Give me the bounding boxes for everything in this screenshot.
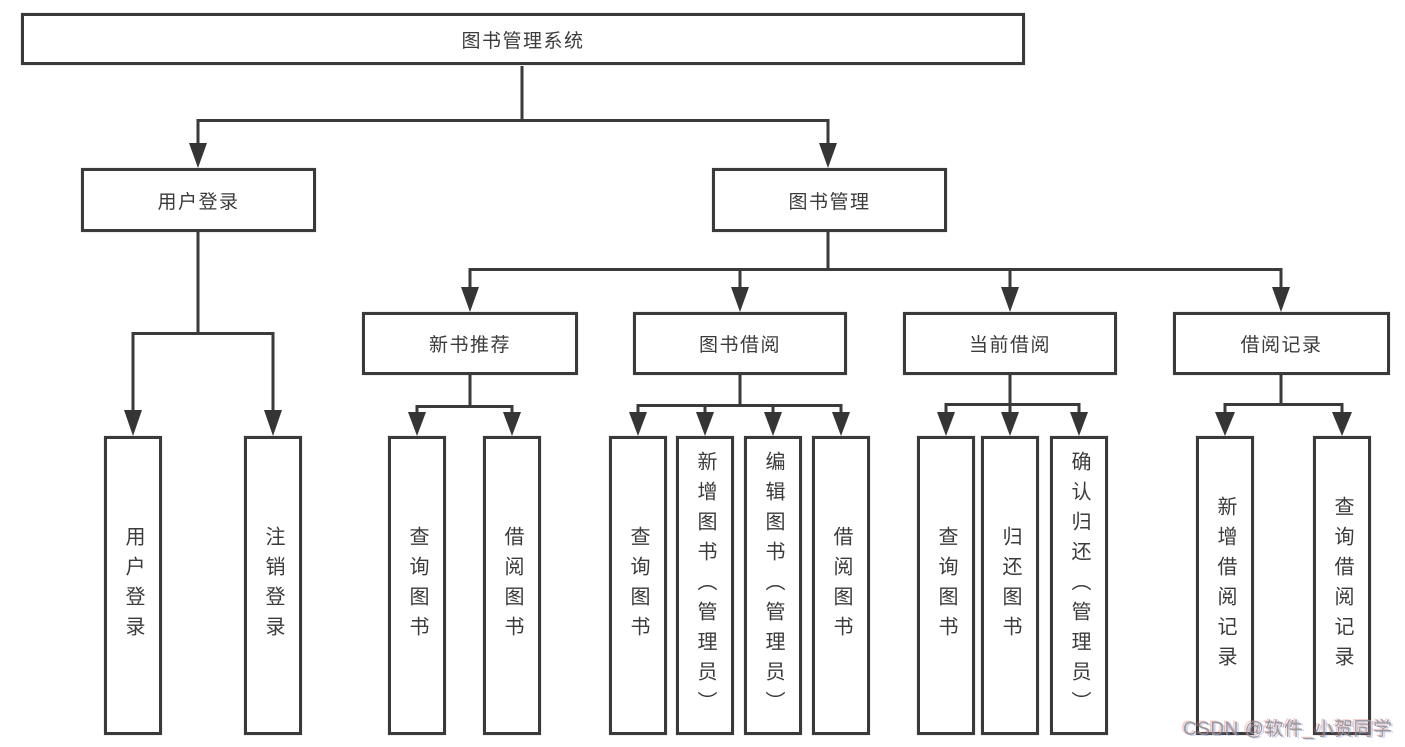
node-book-borrow: 图书借阅 [633, 312, 847, 375]
node-label: 用户登录 [157, 191, 240, 213]
leaf-label: 归还图书 [999, 525, 1021, 646]
node-label: 图书管理 [788, 191, 871, 213]
leaf-query-borrow-record: 查询借阅记录 [1313, 436, 1371, 735]
node-borrow-records: 借阅记录 [1173, 312, 1390, 375]
leaf-label: 确认归还（管理员） [1068, 450, 1090, 721]
leaf-label: 借阅图书 [830, 525, 852, 646]
leaf-label: 新增借阅记录 [1214, 495, 1236, 676]
node-current-borrow: 当前借阅 [903, 312, 1117, 375]
leaf-edit-book-admin: 编辑图书（管理员） [744, 436, 802, 735]
node-label: 当前借阅 [968, 335, 1051, 356]
node-user-login: 用户登录 [81, 168, 316, 232]
node-label: 借阅记录 [1240, 335, 1323, 356]
node-library-management-system: 图书管理系统 [21, 13, 1025, 65]
leaf-borrow-books-recommend: 借阅图书 [483, 436, 541, 735]
leaf-user-login: 用户登录 [104, 436, 162, 735]
node-book-management: 图书管理 [712, 168, 947, 232]
leaf-borrow-books: 借阅图书 [812, 436, 870, 735]
leaf-label: 编辑图书（管理员） [762, 450, 784, 721]
node-label: 图书管理系统 [461, 30, 585, 52]
leaf-query-books-borrow: 查询图书 [609, 436, 667, 735]
leaf-label: 用户登录 [122, 525, 144, 646]
leaf-label: 查询图书 [627, 525, 649, 646]
leaf-label: 新增图书（管理员） [694, 450, 716, 721]
leaf-query-books-current: 查询图书 [917, 436, 975, 735]
leaf-label: 借阅图书 [501, 525, 523, 646]
leaf-label: 注销登录 [262, 525, 284, 646]
arrowhead-icons [124, 143, 1352, 436]
leaf-confirm-return-admin: 确认归还（管理员） [1050, 436, 1108, 735]
node-label: 图书借阅 [698, 335, 781, 356]
leaf-query-books-recommend: 查询图书 [388, 436, 446, 735]
leaf-return-book: 归还图书 [981, 436, 1039, 735]
leaf-add-borrow-record: 新增借阅记录 [1196, 436, 1254, 735]
leaf-label: 查询图书 [935, 525, 957, 646]
node-label: 新书推荐 [428, 335, 511, 356]
csdn-watermark: CSDN @软件_小贺同学 [1183, 719, 1393, 740]
leaf-label: 查询借阅记录 [1331, 495, 1353, 676]
node-new-book-recommend: 新书推荐 [362, 312, 578, 375]
leaf-add-book-admin: 新增图书（管理员） [676, 436, 734, 735]
leaf-label: 查询图书 [406, 525, 428, 646]
leaf-logout: 注销登录 [244, 436, 302, 735]
